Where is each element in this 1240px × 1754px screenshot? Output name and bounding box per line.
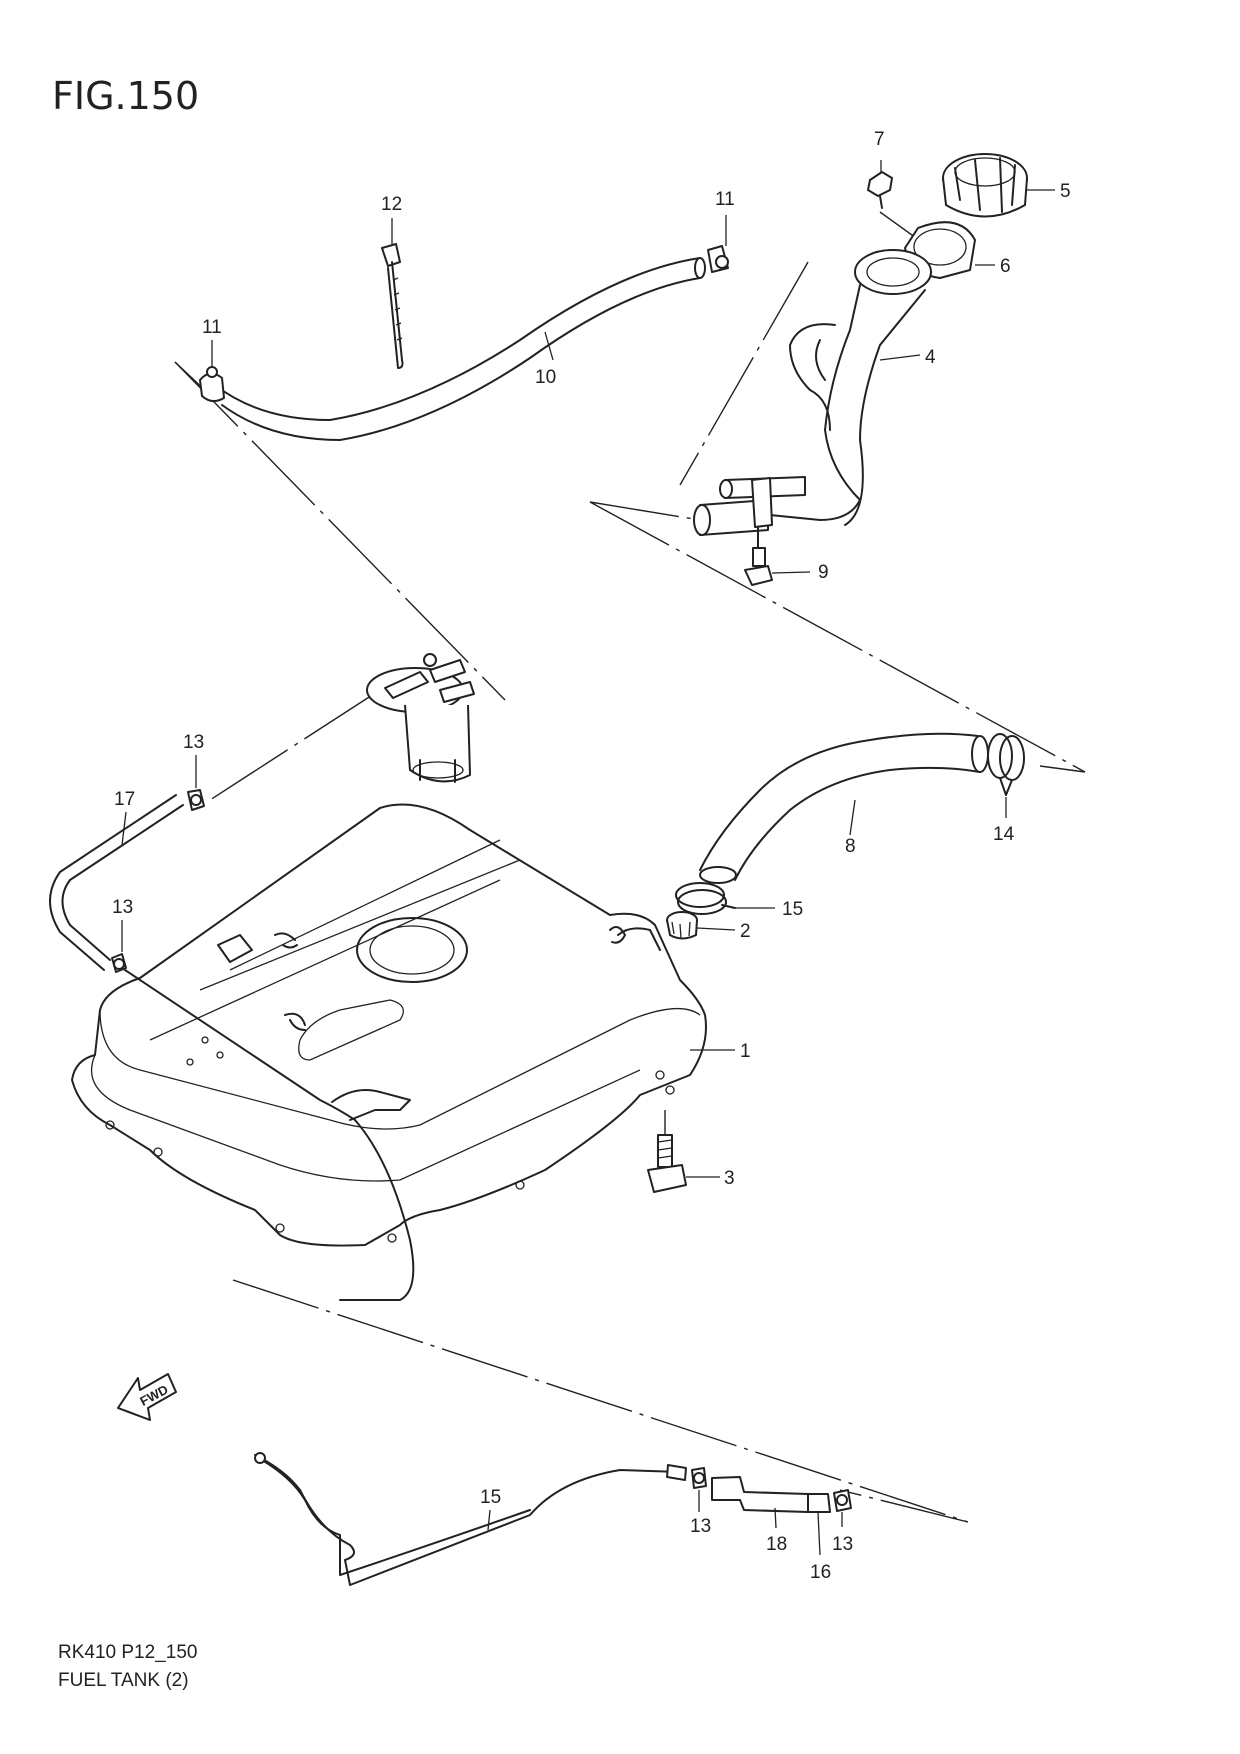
hose-clamp-14[interactable]	[987, 733, 1025, 796]
figure-name: FUEL TANK (2)	[58, 1670, 189, 1691]
fuel-tank-part[interactable]	[71, 803, 707, 1247]
callout-13-lower: 13	[112, 897, 133, 918]
callout-13-bottom-right: 13	[832, 1534, 853, 1555]
clamp-13-bottom-left[interactable]	[691, 1467, 707, 1489]
clamp-13-bottom-right[interactable]	[833, 1489, 852, 1512]
hose-clamp-11-left[interactable]	[199, 366, 225, 402]
filler-neck-part[interactable]	[693, 249, 932, 536]
breather-hose-part[interactable]	[214, 257, 706, 441]
cable-tie-part[interactable]	[381, 243, 404, 369]
hose-18-part[interactable]	[711, 1476, 809, 1513]
fuel-cap-part[interactable]	[942, 153, 1028, 218]
callout-8: 8	[845, 836, 856, 857]
clamp-13-lower[interactable]	[111, 953, 127, 973]
callout-15-lower: 15	[480, 1487, 501, 1508]
callout-1: 1	[740, 1041, 751, 1062]
filler-hose-part[interactable]	[699, 732, 989, 884]
hose-clamp-11-upper[interactable]	[707, 245, 729, 273]
clamp-13-upper[interactable]	[187, 789, 205, 811]
callout-2: 2	[740, 921, 751, 942]
bolt-9-part[interactable]	[744, 527, 773, 586]
callout-11-upper: 11	[715, 189, 735, 210]
callout-17: 17	[114, 789, 135, 810]
hose-clamp-15[interactable]	[675, 882, 736, 915]
vapor-hose-17[interactable]	[49, 794, 184, 971]
callout-3: 3	[724, 1168, 735, 1189]
callout-13-upper: 13	[183, 732, 204, 753]
figure-title: FIG.150	[52, 74, 200, 118]
callout-leaders	[121, 160, 1055, 1556]
callout-6: 6	[1000, 256, 1011, 277]
callout-11-left: 11	[202, 317, 222, 338]
fuel-pump-unit[interactable]	[366, 653, 475, 783]
callout-labels: 5 7 6 4 11 11 12 10 9 13 17 13 8 14 15 2…	[112, 129, 1071, 1583]
callout-18: 18	[766, 1534, 787, 1555]
callout-9: 9	[818, 562, 829, 583]
figure-code: RK410 P12_150	[58, 1642, 198, 1663]
callout-4: 4	[925, 347, 936, 368]
connector-16-part[interactable]	[807, 1493, 831, 1513]
fuel-line-tube[interactable]	[124, 969, 415, 1301]
fuel-pipe-15[interactable]	[254, 1452, 687, 1586]
callout-7: 7	[874, 129, 885, 150]
callout-14: 14	[993, 824, 1015, 845]
callout-12: 12	[381, 194, 402, 215]
screw-7-part[interactable]	[867, 171, 893, 209]
bolt-3-part[interactable]	[647, 1134, 687, 1193]
callout-10: 10	[535, 367, 556, 388]
callout-16: 16	[810, 1562, 831, 1583]
callout-15-upper: 15	[782, 899, 803, 920]
tank-fitting-2[interactable]	[666, 911, 698, 940]
fwd-direction-arrow: FWD	[117, 1373, 177, 1421]
callout-5: 5	[1060, 181, 1071, 202]
callout-13-bottom-left: 13	[690, 1516, 711, 1537]
